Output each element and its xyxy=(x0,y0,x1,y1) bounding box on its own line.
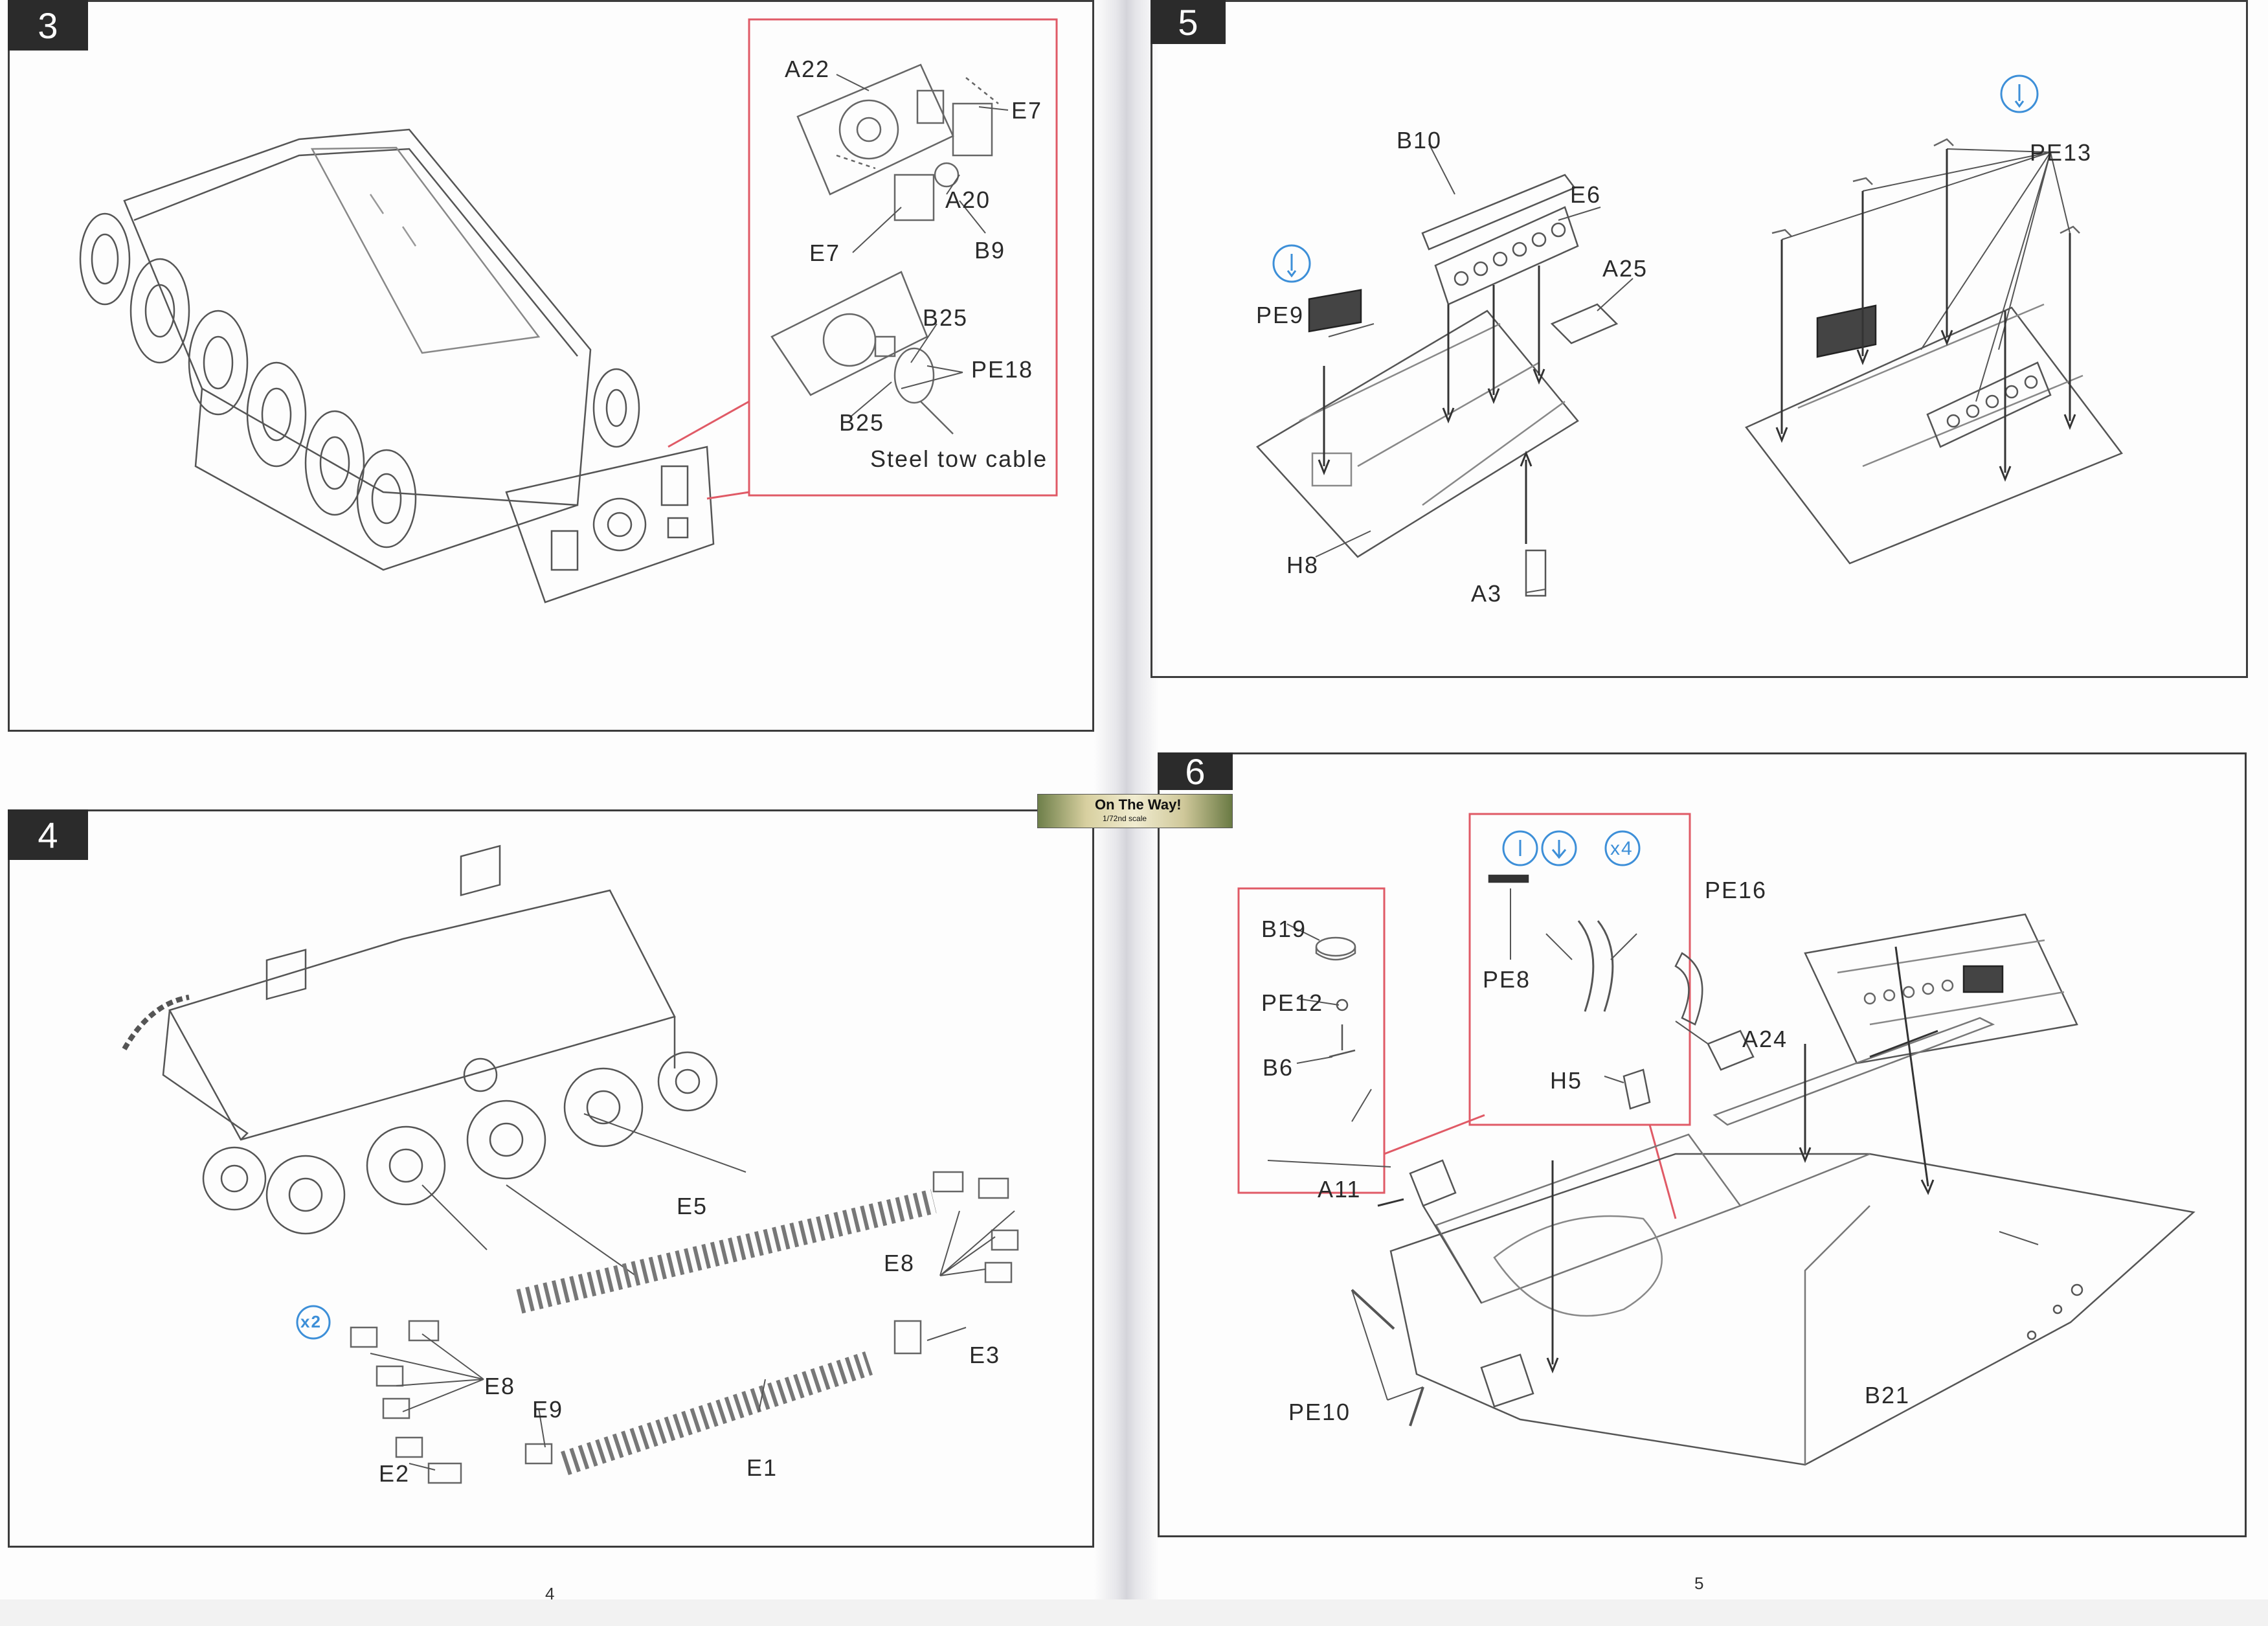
label-pe10: PE10 xyxy=(1288,1399,1351,1425)
label-a3: A3 xyxy=(1471,580,1503,607)
page-bottom-edge xyxy=(0,1599,2268,1626)
label-a22: A22 xyxy=(785,56,831,82)
step-5-number: 5 xyxy=(1178,1,1198,43)
step-3-drawing xyxy=(79,18,1058,604)
on-the-way-logo: On The Way! 1/72nd scale xyxy=(1037,794,1233,828)
step-3-callout-upper-plate xyxy=(796,63,999,221)
step-6-badge: 6 xyxy=(1158,751,1233,792)
label-e6: E6 xyxy=(1570,181,1602,208)
label-a20: A20 xyxy=(945,186,991,213)
step-6-number: 6 xyxy=(1185,751,1206,792)
label-e3: E3 xyxy=(969,1342,1001,1368)
step-4-number: 4 xyxy=(38,814,58,855)
label-b25-top: B25 xyxy=(923,304,969,331)
step-6-b21-hull xyxy=(1389,1153,2195,1466)
step-4-track-upper xyxy=(516,1189,937,1314)
step-5-b10-bar xyxy=(1421,174,1576,251)
label-x4: x4 xyxy=(1610,838,1634,859)
step-5-blue-icon-right xyxy=(2000,74,2039,113)
step-6-x4-icon xyxy=(1604,830,1641,866)
step-5-right-engine-deck xyxy=(1745,306,2123,565)
step-6-pe16-part xyxy=(1674,952,1703,1026)
label-steel-tow-cable: Steel tow cable xyxy=(870,446,1048,472)
step-3-callout-lower-plate xyxy=(770,271,954,435)
step-6-a24-part xyxy=(1707,1030,1755,1071)
label-h5: H5 xyxy=(1550,1067,1583,1094)
step-5-panel xyxy=(1151,0,2248,678)
label-b21: B21 xyxy=(1865,1382,1911,1408)
step-4-track-lower xyxy=(561,1351,873,1476)
step-3-callout-box xyxy=(748,18,1058,497)
label-e7-bottom: E7 xyxy=(809,240,841,266)
step-6-callout-left xyxy=(1237,887,1386,1194)
logo-title: On The Way! xyxy=(1095,796,1182,813)
label-b19: B19 xyxy=(1261,916,1307,942)
label-h8: H8 xyxy=(1286,552,1319,578)
label-e8-left: E8 xyxy=(484,1373,516,1399)
label-b6: B6 xyxy=(1263,1054,1294,1081)
step-4-panel xyxy=(8,809,1094,1548)
step-5-left-engine-deck xyxy=(1256,310,1579,558)
step-6-panel xyxy=(1158,752,2247,1537)
label-pe18: PE18 xyxy=(971,356,1034,383)
logo-scale: 1/72nd scale xyxy=(1103,814,1147,823)
step-5-e6-engine-block xyxy=(1434,206,1579,306)
step-3-rear-plate xyxy=(505,446,715,604)
label-a24: A24 xyxy=(1742,1026,1788,1052)
step-4-road-wheels xyxy=(202,1051,718,1235)
page-number-right: 5 xyxy=(1694,1574,1704,1593)
label-e8-right: E8 xyxy=(884,1250,915,1276)
label-pe16: PE16 xyxy=(1705,877,1768,903)
label-pe8: PE8 xyxy=(1483,966,1531,993)
label-pe9: PE9 xyxy=(1256,302,1305,328)
step-3-badge: 3 xyxy=(8,0,88,51)
step-3-road-wheels xyxy=(79,212,640,548)
label-b25-bottom: B25 xyxy=(839,409,885,436)
label-x2: x2 xyxy=(300,1312,322,1331)
page-number-left: 4 xyxy=(545,1584,555,1603)
label-a11: A11 xyxy=(1318,1176,1362,1203)
step-5-right-grille xyxy=(1816,304,1877,358)
step-4-badge: 4 xyxy=(8,809,88,860)
label-e5: E5 xyxy=(677,1193,708,1219)
step-5-right-engine-block xyxy=(1926,361,2052,448)
step-6-engine-deck xyxy=(1804,913,2078,1065)
label-e1: E1 xyxy=(747,1454,778,1481)
step-5-pe13-handles xyxy=(1771,138,2080,237)
step-4-drawing xyxy=(122,844,1019,1484)
step-5-blue-icon-left xyxy=(1272,244,1311,283)
step-5-pe9-grille xyxy=(1308,289,1362,333)
step-6-drawing xyxy=(1237,813,2195,1466)
label-pe13: PE13 xyxy=(2030,139,2093,166)
label-e9: E9 xyxy=(532,1396,564,1423)
step-5-drawing xyxy=(1256,74,2123,597)
step-5-badge: 5 xyxy=(1151,0,1226,44)
label-pe12: PE12 xyxy=(1261,989,1324,1016)
step-6-callout-right xyxy=(1468,813,1691,1126)
step-6-pe8-bracket xyxy=(1577,920,1614,1012)
label-e7-top: E7 xyxy=(1011,97,1043,124)
step-6-b19-cap xyxy=(1315,936,1356,961)
step-4-track-links xyxy=(350,1171,1019,1484)
label-a25: A25 xyxy=(1602,255,1648,282)
step-3-hull xyxy=(123,128,592,506)
label-e2: E2 xyxy=(379,1460,410,1487)
step-3-number: 3 xyxy=(38,5,58,46)
label-b9: B9 xyxy=(974,237,1006,264)
step-3-panel xyxy=(8,0,1094,732)
step-4-hull xyxy=(168,889,676,1141)
label-b10: B10 xyxy=(1397,127,1443,153)
